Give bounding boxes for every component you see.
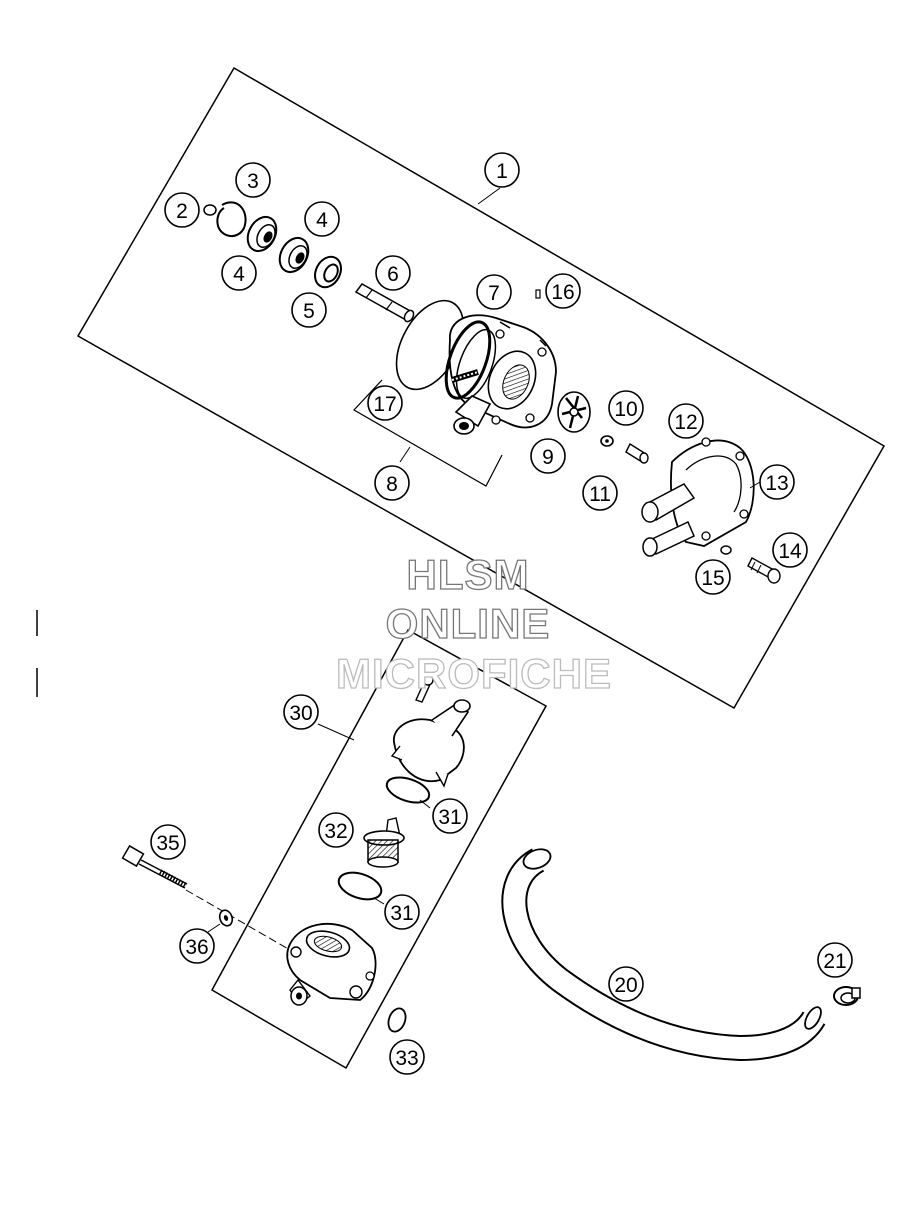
leader-13 <box>749 481 761 489</box>
part-8-pump-housing <box>444 314 557 435</box>
part-12-pump-cover <box>641 437 755 557</box>
callout-32: 32 <box>318 812 354 848</box>
part-2-ring <box>203 204 217 216</box>
svg-text:5: 5 <box>303 300 315 323</box>
callout-31: 31 <box>384 894 420 930</box>
callout-35: 35 <box>150 824 186 860</box>
part-3-circlip <box>216 201 247 237</box>
part-4-bearing-upper <box>246 215 278 253</box>
svg-text:2: 2 <box>176 200 188 223</box>
svg-text:7: 7 <box>488 282 500 305</box>
part-4-bearing-lower <box>278 236 310 274</box>
callout-3: 3 <box>235 162 271 198</box>
callout-21: 21 <box>817 942 853 978</box>
svg-text:4: 4 <box>316 209 328 232</box>
callout-13: 13 <box>759 464 795 500</box>
part-6-shaft <box>354 283 415 323</box>
leader-1 <box>477 187 501 205</box>
svg-text:16: 16 <box>551 281 574 304</box>
part-31-oring-upper <box>385 776 431 804</box>
callout-30: 30 <box>283 694 319 730</box>
callout-36: 36 <box>179 928 215 964</box>
callout-15: 15 <box>695 559 731 595</box>
callout-12: 12 <box>668 403 704 439</box>
part-5-seal <box>314 255 342 289</box>
water-pump-group-frame <box>76 66 886 710</box>
svg-text:3: 3 <box>247 170 259 193</box>
callout-8: 8 <box>374 465 410 501</box>
callout-4: 4 <box>221 255 257 291</box>
part-32-thermostat <box>363 817 405 868</box>
svg-text:11: 11 <box>589 483 611 506</box>
svg-text:20: 20 <box>614 974 637 997</box>
svg-text:30: 30 <box>289 702 312 725</box>
svg-text:9: 9 <box>542 446 554 469</box>
part-35-bolt <box>121 844 188 889</box>
callout-16: 16 <box>545 273 581 309</box>
part-20-hose <box>501 848 826 1062</box>
svg-text:36: 36 <box>185 936 208 959</box>
part-21-clamp <box>833 986 861 1006</box>
leader-31-lower <box>373 897 385 905</box>
svg-text:4: 4 <box>233 263 245 286</box>
svg-text:32: 32 <box>324 820 347 843</box>
leader-36 <box>207 923 221 933</box>
part-11-screw <box>625 442 649 464</box>
part-14-bolt <box>747 557 781 584</box>
callout-1: 1 <box>484 152 520 188</box>
svg-text:35: 35 <box>156 832 179 855</box>
thermostat-group-frame <box>210 628 548 1070</box>
callout-7: 7 <box>476 274 512 310</box>
svg-text:17: 17 <box>373 393 396 416</box>
svg-text:14: 14 <box>778 540 802 563</box>
callout-2: 2 <box>164 192 200 228</box>
thermostat-housing <box>286 922 377 1006</box>
part-16-pin <box>535 289 541 299</box>
callout-17: 17 <box>367 385 403 421</box>
callout-5: 5 <box>291 292 327 328</box>
svg-text:10: 10 <box>614 398 637 421</box>
part-10-washer <box>600 435 614 447</box>
part-31-oring-lower <box>337 871 383 901</box>
part-33-oring <box>387 1007 407 1033</box>
watermark-line-1: HLSM <box>407 551 530 598</box>
callout-20: 20 <box>608 966 644 1002</box>
bracket-8 <box>353 379 503 487</box>
watermark-line-3: MICROFICHE <box>336 650 612 697</box>
svg-text:31: 31 <box>390 902 413 925</box>
callout-9: 9 <box>530 438 566 474</box>
callout-11: 11 <box>582 475 618 511</box>
svg-text:12: 12 <box>674 411 697 434</box>
callout-4: 4 <box>304 201 340 237</box>
callout-33: 33 <box>389 1039 425 1075</box>
part-15-oring <box>720 545 732 555</box>
assembly-line <box>185 889 291 951</box>
svg-text:6: 6 <box>387 263 399 286</box>
svg-text:31: 31 <box>438 806 461 829</box>
part-30-thermostat-cover <box>390 674 471 788</box>
callout-6: 6 <box>375 255 411 291</box>
part-36-washer <box>218 909 234 927</box>
callout-14: 14 <box>772 532 808 568</box>
callout-10: 10 <box>608 390 644 426</box>
callout-31: 31 <box>432 798 468 834</box>
watermark-line-2: ONLINE <box>386 600 551 647</box>
leader-8 <box>399 446 411 463</box>
leader-31-upper <box>419 799 431 809</box>
part-9-impeller <box>557 391 591 433</box>
leader-30 <box>317 723 355 741</box>
svg-text:33: 33 <box>395 1047 418 1070</box>
svg-text:21: 21 <box>823 950 846 973</box>
svg-text:1: 1 <box>496 160 508 183</box>
svg-text:8: 8 <box>386 473 398 496</box>
svg-text:13: 13 <box>765 472 788 495</box>
watermark: HLSM ONLINE MICROFICHE <box>335 550 612 697</box>
svg-text:15: 15 <box>701 567 724 590</box>
